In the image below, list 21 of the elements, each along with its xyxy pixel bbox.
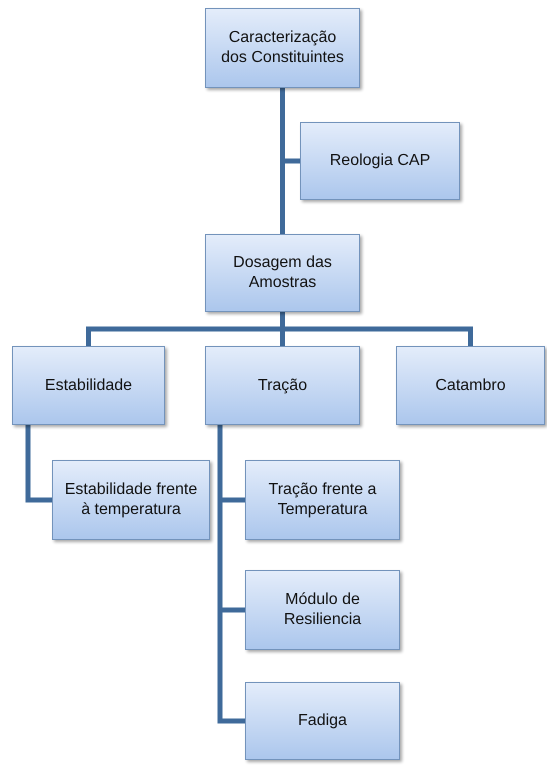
- process-box: [52, 460, 210, 540]
- connector-line: [26, 425, 52, 502]
- process-box: [245, 460, 400, 540]
- box-label: Tração: [258, 376, 308, 396]
- process-box: [245, 682, 400, 760]
- box-label: Dosagem das Amostras: [232, 253, 333, 293]
- box-label: Caracterização dos Constituintes: [220, 28, 345, 68]
- box-label: Fadiga: [298, 711, 347, 731]
- box-label: Módulo de Resiliencia: [282, 590, 362, 630]
- box-label: Reologia CAP: [330, 151, 430, 171]
- process-box: [245, 570, 400, 650]
- process-box: [300, 122, 460, 200]
- process-box: [205, 346, 360, 425]
- box-label: Catambro: [435, 376, 506, 396]
- process-box: [205, 8, 360, 88]
- process-box: [12, 346, 165, 425]
- process-box: [205, 234, 360, 312]
- process-box: [396, 346, 545, 425]
- box-label: Estabilidade frente à temperatura: [64, 480, 198, 520]
- box-label: Tração frente a Temperatura: [268, 480, 378, 520]
- box-label: Estabilidade: [44, 376, 132, 396]
